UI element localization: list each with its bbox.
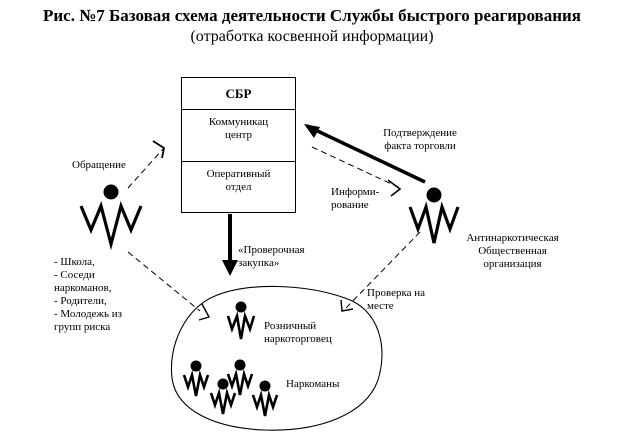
label-sources-line5: - Молодежь из bbox=[54, 308, 123, 320]
label-onsite-check-line2: месте bbox=[367, 300, 394, 312]
label-sources: - Школа, - Соседи наркоманов, - Родители… bbox=[54, 256, 122, 334]
drug-scene-blob bbox=[170, 285, 383, 431]
sbr-header: СБР bbox=[182, 78, 295, 110]
operational-department-line2: отдел bbox=[225, 181, 252, 193]
person-sources-icon bbox=[79, 184, 143, 251]
label-addicts: Наркоманы bbox=[286, 378, 340, 390]
arrow-informing bbox=[311, 146, 402, 197]
communication-center-line2: центр bbox=[224, 129, 253, 141]
label-test-purchase-line1: «Проверочная bbox=[238, 244, 305, 256]
communication-center: Коммуникац центр bbox=[182, 110, 295, 162]
label-informing-line2: рование bbox=[331, 199, 369, 211]
sbr-box: СБР Коммуникац центр Оперативный отдел bbox=[181, 77, 296, 213]
label-antidrug-org-line2: Общественная bbox=[478, 245, 547, 257]
diagram-title: Рис. №7 Базовая схема деятельности Служб… bbox=[43, 6, 581, 25]
label-appeal: Обращение bbox=[72, 159, 126, 171]
arrow-test-purchase bbox=[222, 214, 238, 276]
label-confirmation: Подтверждение факта торговли bbox=[370, 127, 470, 153]
label-retail-dealer-line1: Розничный bbox=[264, 320, 317, 332]
arrow-confirmation bbox=[304, 124, 426, 184]
label-informing-line1: Информи- bbox=[331, 186, 380, 198]
label-antidrug-org-line1: Антинаркотическая bbox=[466, 232, 559, 244]
addicts-group-icon bbox=[182, 359, 279, 417]
label-retail-dealer-line2: наркоторговец bbox=[264, 333, 332, 345]
diagram-subtitle: (отработка косвенной информации) bbox=[190, 28, 434, 45]
label-sources-line3: наркоманов, bbox=[54, 282, 112, 294]
operational-department-line1: Оперативный bbox=[206, 168, 271, 180]
communication-center-line1: Коммуникац bbox=[208, 116, 269, 128]
arrow-onsite-check bbox=[340, 231, 421, 312]
label-sources-line4: - Родители, bbox=[54, 295, 107, 307]
label-test-purchase-line2: закупка» bbox=[238, 257, 280, 269]
label-antidrug-org-line3: организация bbox=[483, 258, 542, 270]
label-sources-line2: - Соседи bbox=[54, 269, 95, 281]
person-antidrug-org-icon bbox=[408, 187, 460, 244]
label-antidrug-org: Антинаркотическая Общественная организац… bbox=[455, 232, 570, 271]
label-confirmation-line1: Подтверждение bbox=[383, 127, 457, 139]
label-confirmation-line2: факта торговли bbox=[384, 140, 456, 152]
label-onsite-check-line1: Проверка на bbox=[367, 287, 426, 299]
arrow-sources-to-scene bbox=[127, 251, 211, 321]
arrow-appeal bbox=[127, 140, 166, 189]
label-informing: Информи- рование bbox=[331, 186, 379, 212]
label-sources-line6: групп риска bbox=[54, 321, 111, 333]
label-test-purchase: «Проверочная закупка» bbox=[238, 244, 305, 270]
label-onsite-check: Проверка на месте bbox=[367, 287, 425, 313]
person-retail-dealer-icon bbox=[226, 301, 256, 340]
operational-department: Оперативный отдел bbox=[182, 162, 295, 212]
label-retail-dealer: Розничный наркоторговец bbox=[264, 320, 332, 346]
label-sources-line1: - Школа, bbox=[54, 256, 95, 268]
